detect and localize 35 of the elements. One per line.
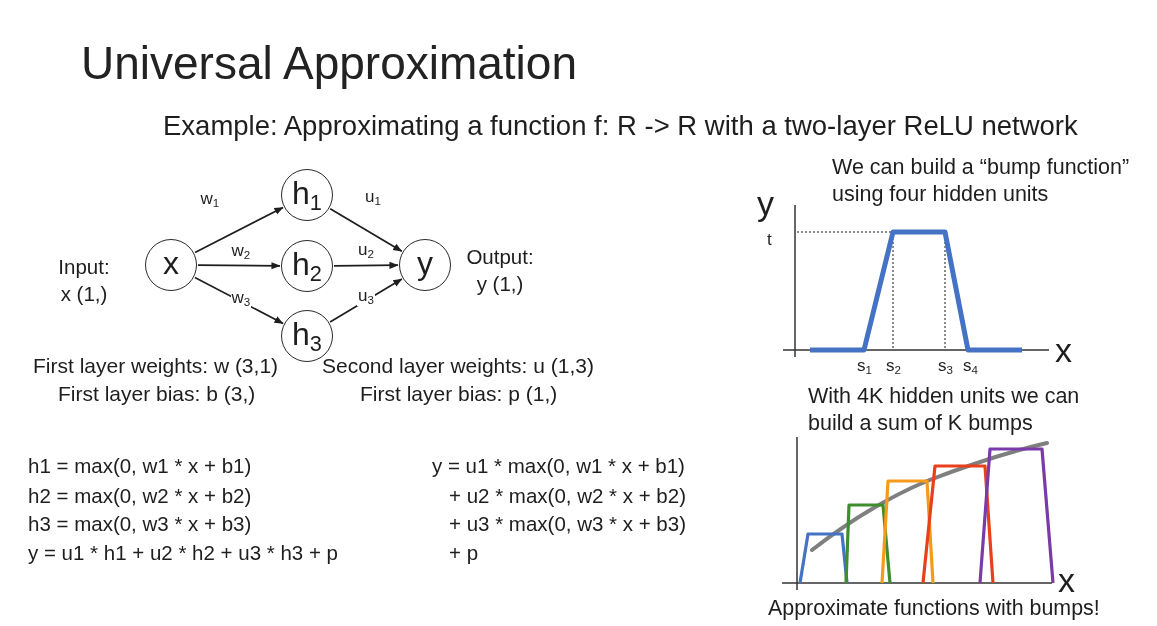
tick-label: s$_{2}$ [886, 356, 901, 377]
slide-title: Universal Approximation [81, 36, 577, 91]
shape-note: First layer weights: w (3,1) [33, 353, 279, 379]
tick-label: s$_{3}$ [938, 356, 953, 377]
equation: h1 = max(0, w1 * x + b1) [28, 454, 252, 479]
axis-label: x [1058, 560, 1075, 599]
axis-label: x [1055, 330, 1072, 371]
equation: + u3 * max(0, w3 * x + b3) [449, 512, 686, 537]
plot-caption: We can build a “bump function” using four hidden units [832, 154, 1131, 208]
tick-label: s$_{1}$ [857, 356, 872, 377]
equation: y = u1 * max(0, w1 * x + b1) [432, 454, 685, 479]
tick-label: t [767, 230, 772, 251]
neuron-circle: x [145, 239, 197, 291]
subtitle: Example: Approximating a function f: R -> R with a two-layer ReLU network [163, 109, 1078, 142]
neuron-circle: h$_{1}$ [281, 169, 333, 221]
equation: y = u1 * h1 + u2 * h2 + u3 * h3 + p [28, 541, 339, 566]
node-caption: Input: x (1,) [57, 254, 111, 307]
arrow [329, 278, 403, 323]
arrow [197, 262, 281, 270]
equation: + u2 * max(0, w2 * x + b2) [449, 484, 686, 509]
plot-caption: Approximate functions with bumps! [768, 596, 1100, 622]
axis-label: y [757, 183, 774, 224]
shape-note: First layer bias: p (1,) [360, 381, 558, 407]
shape-note: First layer bias: b (3,) [58, 381, 256, 407]
node-caption: Output: y (1,) [465, 244, 535, 297]
neuron-circle: h$_{2}$ [281, 240, 333, 292]
equation: h2 = max(0, w2 * x + b2) [28, 484, 252, 509]
arrow [333, 261, 399, 269]
plot-caption: With 4K hidden units we can build a sum of K bumps [808, 383, 1081, 437]
tick-label: s$_{4}$ [963, 356, 978, 377]
arrow [329, 207, 403, 253]
equation: + p [449, 541, 479, 566]
neuron-circle: y [399, 239, 451, 291]
equation: h3 = max(0, w3 * x + b3) [28, 512, 252, 537]
arrow [194, 206, 284, 254]
